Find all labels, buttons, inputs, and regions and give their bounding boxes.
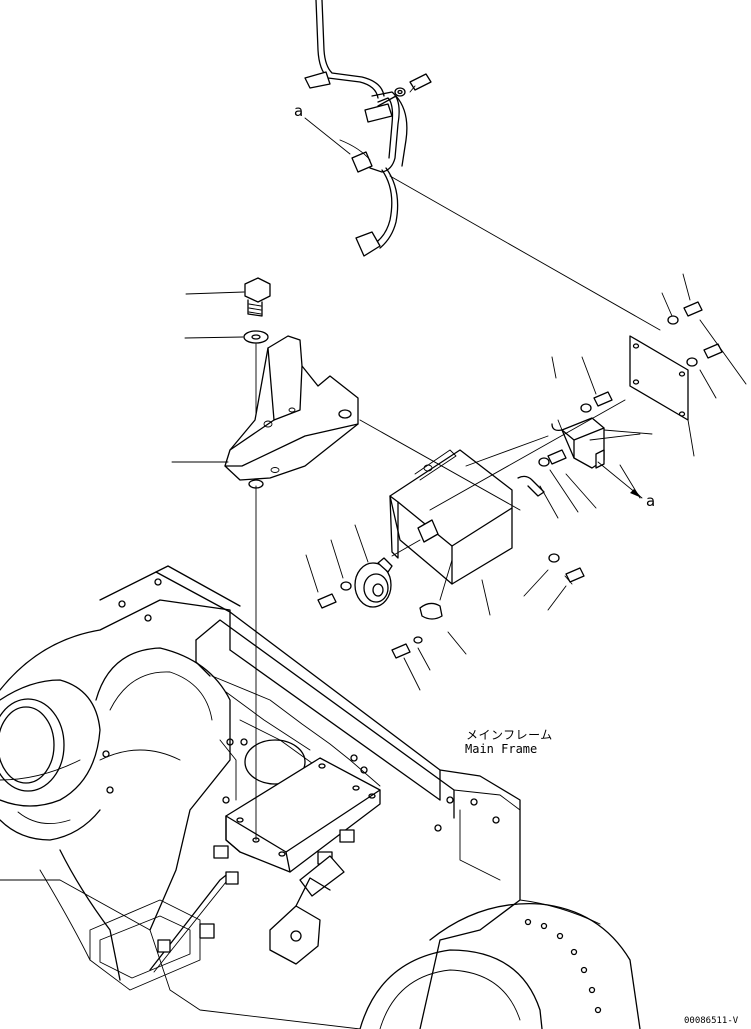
mounting-plate bbox=[629, 301, 723, 421]
mounting-bracket bbox=[224, 335, 359, 489]
drawing-id: 00086511-V bbox=[684, 1016, 739, 1026]
main-frame-label-en: Main Frame bbox=[465, 742, 538, 756]
horn bbox=[317, 539, 443, 659]
cover-box bbox=[389, 449, 513, 585]
callout-a-harness: a bbox=[294, 102, 304, 120]
wiring-harness bbox=[304, 0, 432, 257]
main-frame-label-jp: メインフレーム bbox=[466, 728, 553, 742]
callout-a-relay: a bbox=[646, 492, 656, 510]
main-frame bbox=[0, 485, 641, 1029]
relay-switch bbox=[517, 391, 613, 497]
bolts-right-of-box bbox=[548, 553, 585, 585]
leader-lines bbox=[171, 117, 747, 691]
